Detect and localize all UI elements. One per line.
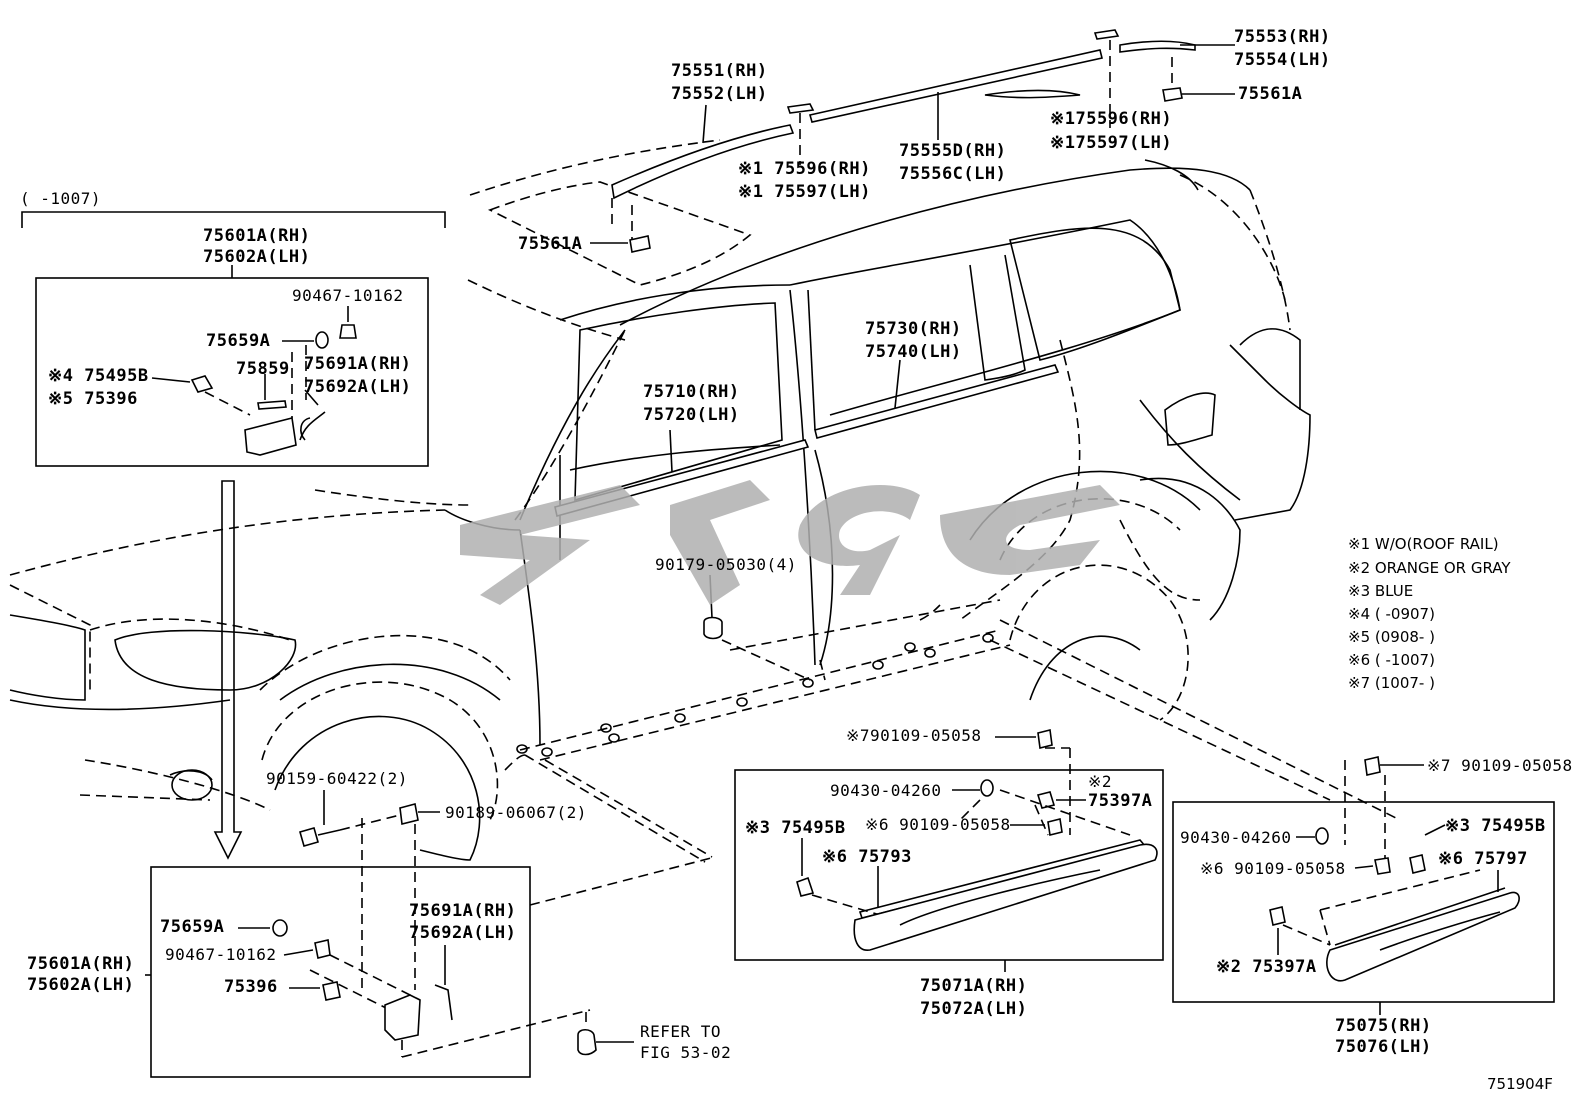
label-75554: 75554(LH) [1234, 50, 1331, 70]
label-90109-center-top: ※790109-05058 [846, 726, 982, 745]
label-90189: 90189-06067(2) [445, 803, 587, 822]
label-75691a-top: 75691A(RH) [304, 354, 412, 374]
legend-item-2: ※2 ORANGE OR GRAY [1348, 559, 1511, 577]
label-75495b-center: ※3 75495B [745, 818, 846, 838]
label-90159: 90159-60422(2) [266, 769, 408, 788]
roof-rails [590, 29, 1235, 253]
down-arrow [213, 480, 243, 860]
label-fig-53-02: FIG 53-02 [640, 1043, 732, 1062]
label-75071a: 75071A(RH) [920, 976, 1028, 996]
label-75396-bottom: 75396 [224, 977, 278, 997]
label-75076: 75076(LH) [1335, 1037, 1432, 1057]
label-75730: 75730(RH) [865, 319, 962, 339]
label-75597-rear: ※175597(LH) [1050, 133, 1173, 153]
label-75495b-right: ※3 75495B [1445, 816, 1546, 836]
label-90109-right: ※6 90109-05058 [1200, 859, 1346, 878]
label-90467-bottom: 90467-10162 [165, 945, 277, 964]
center-box [734, 729, 1164, 972]
label-75561a-front: 75561A [518, 234, 583, 254]
label-75553: 75553(RH) [1234, 27, 1331, 47]
label-90430-right: 90430-04260 [1180, 828, 1292, 847]
label-75740: 75740(LH) [865, 342, 962, 362]
label-75397a-right: ※2 75397A [1216, 957, 1317, 977]
label-75691a-bottom: 75691A(RH) [409, 901, 517, 921]
label-75659a-bottom: 75659A [160, 917, 225, 937]
label-75396-top: ※5 75396 [48, 389, 138, 409]
label-90467-top: 90467-10162 [292, 286, 404, 305]
label-75859: 75859 [236, 359, 290, 379]
label-75710: 75710(RH) [643, 382, 740, 402]
label-75397a-center: 75397A [1088, 791, 1153, 811]
legend-item-3: ※3 BLUE [1348, 582, 1414, 600]
legend-item-4: ※4 ( -0907) [1348, 605, 1435, 623]
label-90430-center: 90430-04260 [830, 781, 942, 800]
label-75692a-top: 75692A(LH) [304, 377, 412, 397]
label-75555d: 75555D(RH) [899, 141, 1007, 161]
label-75075: 75075(RH) [1335, 1016, 1432, 1036]
label-75561a-rear: 75561A [1238, 84, 1303, 104]
label-90179: 90179-05030(4) [655, 555, 797, 574]
label-75659a-top: 75659A [206, 331, 271, 351]
label-75495b-top: ※4 75495B [48, 366, 149, 386]
clip-90179 [703, 574, 811, 681]
label-75072a: 75072A(LH) [920, 999, 1028, 1019]
label-75602a-bottom: 75602A(LH) [27, 975, 135, 995]
label-75601a-bottom: 75601A(RH) [27, 954, 135, 974]
label-75552: 75552(LH) [671, 84, 768, 104]
label-75597-front: ※1 75597(LH) [738, 182, 871, 202]
label-75601a-top: 75601A(RH) [203, 226, 311, 246]
right-box [989, 619, 1555, 1015]
label-90109-center: ※6 90109-05058 [865, 815, 1011, 834]
top-left-box [21, 211, 446, 467]
label-75596-rear: ※175596(RH) [1050, 109, 1173, 129]
label-refer-to: REFER TO [640, 1022, 722, 1041]
legend-item-5: ※5 (0908- ) [1348, 628, 1435, 646]
vehicle-outline [9, 139, 1311, 861]
legend-item-1: ※1 W/O(ROOF RAIL) [1348, 535, 1499, 553]
label-75596-front: ※1 75596(RH) [738, 159, 871, 179]
label-75602a-top: 75602A(LH) [203, 247, 311, 267]
label-range-1007: ( -1007) [20, 189, 102, 208]
label-75692a-bottom: 75692A(LH) [409, 923, 517, 943]
sill-holes [516, 633, 994, 757]
diagram-id: 751904F [1487, 1075, 1553, 1093]
label-75551: 75551(RH) [671, 61, 768, 81]
label-90109-right-top: ※7 90109-05058 [1427, 756, 1573, 775]
label-mark-2: ※2 [1088, 772, 1113, 791]
label-75556c: 75556C(LH) [899, 164, 1007, 184]
legend-item-6: ※6 ( -1007) [1348, 651, 1435, 669]
label-75793: ※6 75793 [822, 847, 912, 867]
bottom-left-box [145, 754, 716, 1078]
label-75797: ※6 75797 [1438, 849, 1528, 869]
label-75720: 75720(LH) [643, 405, 740, 425]
legend-item-7: ※7 (1007- ) [1348, 674, 1435, 692]
